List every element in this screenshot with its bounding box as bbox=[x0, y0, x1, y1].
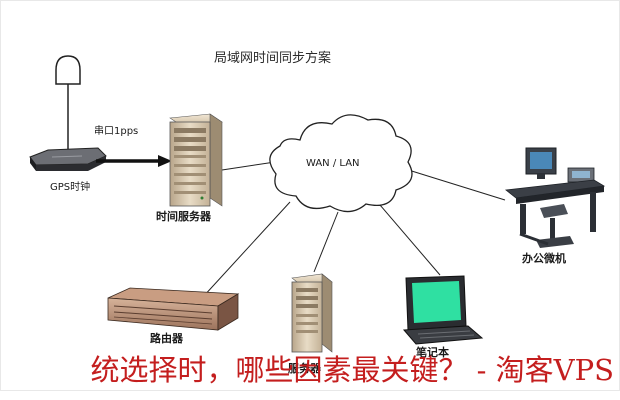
laptop-label: 笔记本 bbox=[416, 345, 449, 359]
link-time-server-cloud bbox=[221, 161, 276, 171]
gps-antenna bbox=[55, 55, 81, 150]
server-icon bbox=[291, 273, 333, 353]
link-cloud-server bbox=[313, 211, 339, 273]
overlay-caption: 统选择时，哪些因素最关键？ - 淘客VPS bbox=[90, 353, 614, 387]
cloud-label: WAN / LAN bbox=[306, 158, 360, 169]
link-cloud-office bbox=[401, 167, 506, 201]
gps-clock-icon bbox=[29, 147, 107, 171]
time-server-label: 时间服务器 bbox=[156, 209, 212, 223]
connection-lines bbox=[201, 161, 506, 299]
serial-link-label: 串口1pps bbox=[94, 125, 138, 137]
office-pc-icon bbox=[504, 147, 606, 248]
link-cloud-laptop bbox=[379, 204, 441, 276]
router-label: 路由器 bbox=[150, 331, 184, 345]
router-icon bbox=[107, 287, 240, 331]
serial-arrow bbox=[96, 155, 172, 167]
server-label: 服务器 bbox=[288, 361, 322, 375]
link-cloud-router bbox=[201, 201, 291, 299]
time-server-icon bbox=[169, 113, 223, 207]
office-pc-label: 办公微机 bbox=[522, 251, 566, 265]
network-cloud-icon bbox=[269, 114, 413, 213]
gps-clock-label: GPS时钟 bbox=[50, 180, 90, 193]
laptop-icon bbox=[402, 275, 484, 345]
diagram-title: 局域网时间同步方案 bbox=[214, 50, 331, 66]
